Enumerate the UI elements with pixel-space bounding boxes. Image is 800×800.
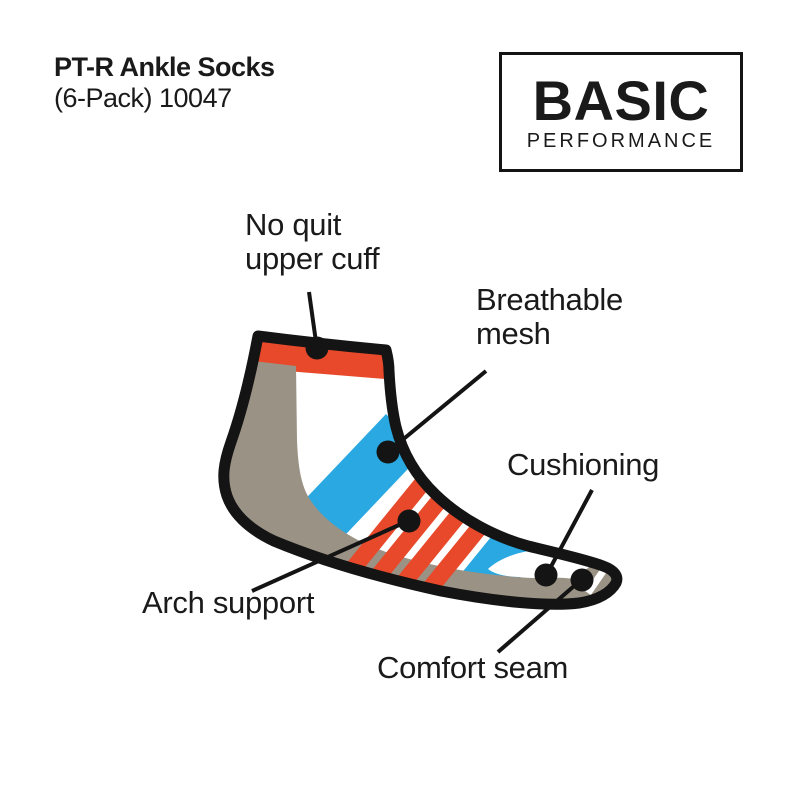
product-name: PT-R Ankle Socks <box>54 52 275 82</box>
label-cushioning: Cushioning <box>507 447 660 482</box>
badge-subtitle: PERFORMANCE <box>526 130 716 152</box>
sock-outline <box>218 330 623 610</box>
callout-dot-comfort-seam <box>570 568 594 592</box>
callout-line-comfort-seam <box>496 578 583 654</box>
callout-dot-breathable-mesh <box>376 440 400 464</box>
callout-dot-arch-support <box>397 509 421 533</box>
callout-dot-cushioning <box>534 563 558 587</box>
product-pack-info: (6-Pack) 10047 <box>54 83 232 113</box>
label-comfort-seam: Comfort seam <box>377 650 569 685</box>
sole-heel-band <box>223 361 617 605</box>
arch-stripe-3 <box>338 490 480 605</box>
callout-dot-upper-cuff <box>305 336 329 360</box>
callout-line-arch-support <box>251 519 409 593</box>
label-breathable-mesh: Breathable mesh <box>476 282 623 351</box>
label-arch-support: Arch support <box>142 585 315 620</box>
callout-line-breathable-mesh <box>387 369 488 453</box>
badge-title: BASIC <box>532 69 710 132</box>
label-upper-cuff: No quit upper cuff <box>245 207 380 276</box>
product-header: PT-R Ankle Socks (6-Pack) 10047 <box>54 52 275 114</box>
performance-badge: BASIC PERFORMANCE <box>499 52 743 172</box>
callout-line-upper-cuff <box>307 291 318 343</box>
callout-line-cushioning <box>545 489 594 575</box>
